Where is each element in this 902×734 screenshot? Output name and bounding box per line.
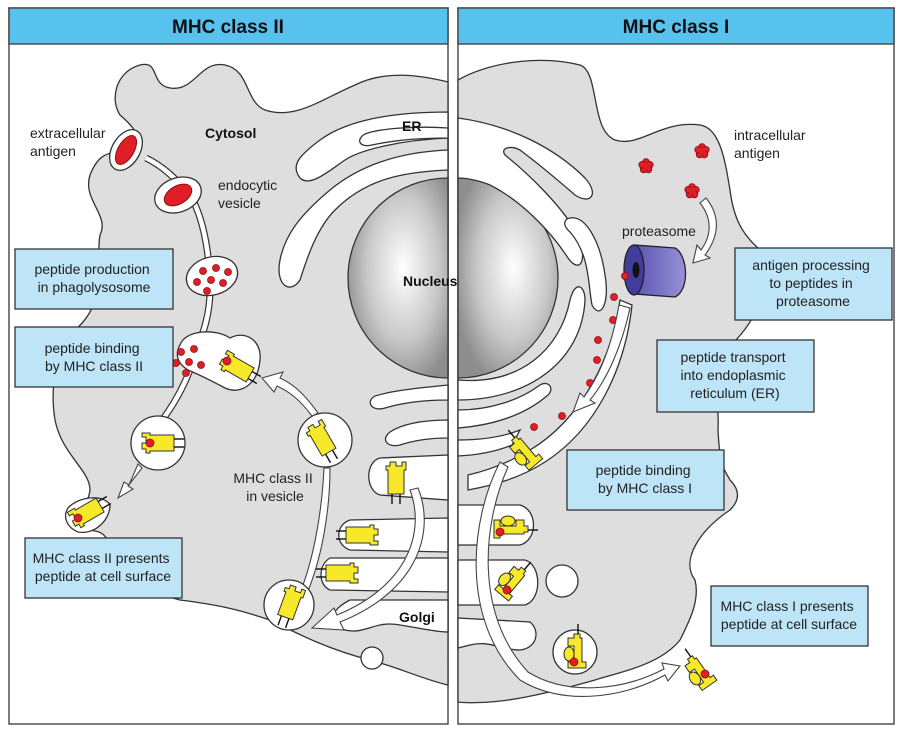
right-cell: proteasome intracellular <box>457 59 893 704</box>
svg-text:antigen processing to: antigen processing to peptides in protea… <box>752 257 873 309</box>
arrow-antigen-to-proteasome <box>692 197 717 264</box>
arrow-peptide-transport <box>572 304 631 413</box>
left-panel-header <box>8 7 449 45</box>
svg-text:peptide binding by MHC: peptide binding by MHC class II <box>45 340 144 374</box>
infobox-peptide-binding-ii: peptide binding by MHC class II <box>14 326 174 388</box>
left-panel-title: MHC class II <box>172 17 284 38</box>
golgi-stack-1 <box>368 454 449 501</box>
arrow-vesicle-to-compartment <box>261 371 319 417</box>
label-er: ER <box>402 118 421 134</box>
vesicle-antigen <box>163 183 193 207</box>
right-panel-header <box>457 7 895 45</box>
compartment-peptides <box>172 345 205 377</box>
arrow-export-to-surface <box>475 461 682 697</box>
infobox-peptide-production: peptide production in phagolysosome <box>14 248 174 310</box>
er-right-lower <box>457 382 552 429</box>
label-extracellular-antigen: extracellular antigen <box>30 125 109 159</box>
proteasome <box>623 244 687 298</box>
er-right-arc <box>457 286 586 401</box>
er-right-cistern <box>564 217 607 312</box>
er-left-lower2 <box>384 419 449 447</box>
label-endocytic-vesicle: endocytic vesicle <box>218 177 281 211</box>
svg-text:peptide transport into: peptide transport into endoplasmic retic… <box>681 349 790 401</box>
arrow-to-surface <box>116 463 143 500</box>
golgi-right-vesicle <box>545 564 579 598</box>
golgi-right-2 <box>457 559 539 606</box>
er-left <box>278 111 449 288</box>
nucleus-left <box>347 177 449 379</box>
extracellular-antigen <box>114 135 138 165</box>
left-cell: extracellular antigen Cytosol endocytic … <box>14 63 458 686</box>
infobox-mhc-i-presents: MHC class I presents peptide at cell sur… <box>710 585 869 647</box>
svg-text:peptide production in: peptide production in phagolysosome <box>34 261 153 295</box>
svg-text:MHC class II presents: MHC class II presents peptide at cell su… <box>33 550 174 584</box>
phagolysosome-peptides <box>193 264 232 295</box>
right-panel-title: MHC class I <box>623 17 730 38</box>
golgi-vesicle <box>360 646 384 670</box>
arrow-golgi-export <box>310 487 425 631</box>
label-intracellular-antigen: intracellular antigen <box>734 127 809 161</box>
infobox-mhc-ii-presents: MHC class II presents peptide at cell su… <box>24 537 183 599</box>
label-golgi: Golgi <box>399 609 435 625</box>
er-left-lower <box>369 384 449 410</box>
svg-text:peptide binding by MHC: peptide binding by MHC class I <box>596 462 695 496</box>
infobox-peptide-transport: peptide transport into endoplasmic retic… <box>656 339 815 413</box>
label-mhc-ii-vesicle: MHC class II in vesicle <box>233 470 316 504</box>
label-proteasome: proteasome <box>622 223 696 239</box>
infobox-antigen-processing: antigen processing to peptides in protea… <box>734 247 893 321</box>
er-right <box>457 117 594 266</box>
infobox-peptide-binding-i: peptide binding by MHC class I <box>566 449 725 511</box>
svg-text:MHC class I presents p: MHC class I presents peptide at cell sur… <box>721 598 858 632</box>
label-cytosol: Cytosol <box>205 125 256 141</box>
label-nucleus: Nucleus <box>403 273 458 289</box>
er-left-inner <box>359 126 449 147</box>
